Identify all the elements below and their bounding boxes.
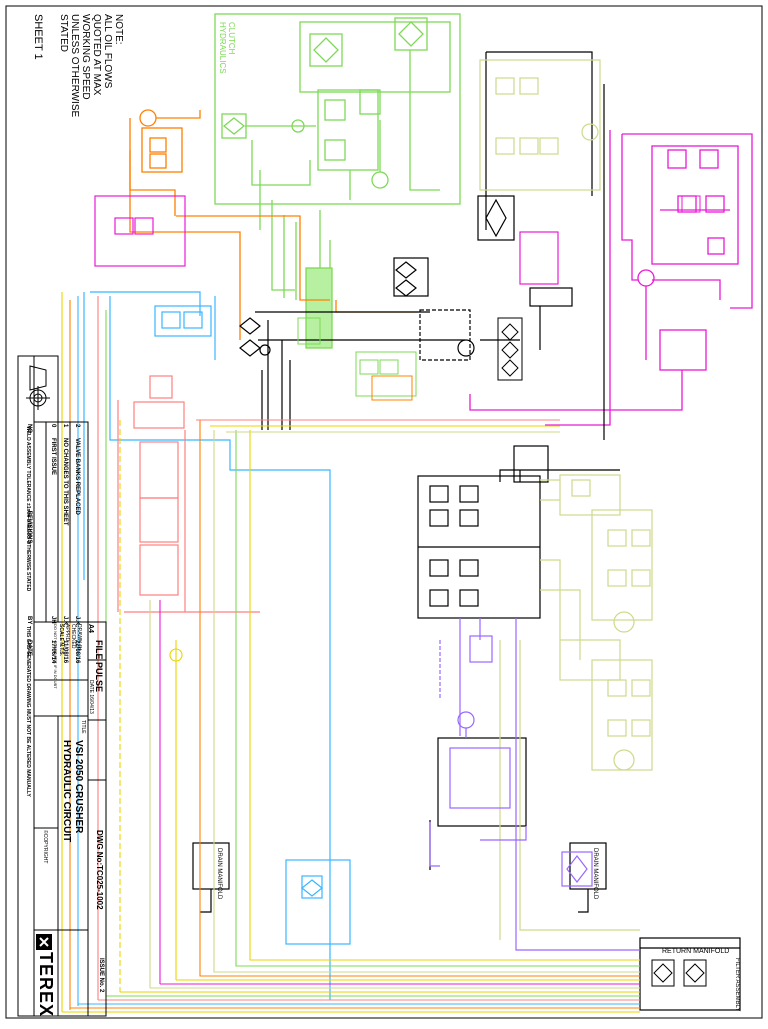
note-line: WORKING SPEED: [80, 14, 91, 100]
note-heading: NOTE:: [113, 14, 124, 45]
olive-motor-circuits: [479, 59, 653, 940]
date-label: DATE: [88, 680, 94, 693]
company-name: TEREX: [36, 952, 56, 1018]
terex-logo-icon: [36, 934, 52, 950]
scale-field: SCALE N.T.S.: [58, 624, 64, 656]
checked-field: CHECKED: [70, 624, 76, 649]
return-manifold-label: RETURN MANIFOLD: [662, 948, 730, 955]
note-line: QUOTED AT MAX: [91, 14, 102, 96]
issue-number: ISSUE No. 2: [98, 958, 104, 993]
black-circuit: [192, 51, 741, 1011]
copyright-text: ©COPYRIGHT: [42, 830, 48, 864]
footer-weld-tolerance-text: WELD ASSEMBLY TOLERANCE ±1mm UNLESS OTHE…: [25, 426, 31, 592]
drawing-title-line2: HYDRAULIC CIRCUIT: [61, 740, 72, 843]
file-value: PULSE: [94, 662, 104, 693]
magenta-circuit-right: [469, 130, 753, 426]
date-value: 16/04/13: [88, 694, 94, 714]
file-label: FILE: [94, 640, 104, 660]
file-field: FILE PULSE: [94, 640, 104, 692]
footer-cad-notice: THIS CAD GENERATED DRAWING MUST NOT BE A…: [25, 626, 31, 797]
drawn-field: DRAWN JH: [76, 624, 82, 650]
note-line: STATED: [58, 14, 69, 52]
date-field: DATE 16/04/13: [88, 680, 94, 714]
sheet-border: [5, 5, 763, 1019]
note-block: NOTE: ALL OIL FLOWS QUOTED AT MAX WORKIN…: [58, 14, 124, 117]
sheet-label: SHEET 1: [32, 14, 44, 60]
title-field-label: TITLE: [80, 720, 86, 734]
approved-field: APPRD: [64, 624, 70, 642]
pink-circuit: [117, 375, 260, 613]
note-line: UNLESS OTHERWISE: [69, 14, 80, 118]
cyan-circuit: [83, 291, 351, 1000]
note-line: ALL OIL FLOWS: [102, 14, 113, 89]
magenta-valve-block: [94, 195, 186, 267]
drawn-value: JH: [76, 644, 82, 651]
component-symbols: [297, 195, 701, 401]
violet-circuit: [429, 618, 640, 951]
scale-warning: DO NOT SCALE, ASK IF IN DOUBT: [53, 624, 58, 689]
filter-assembly: [651, 959, 707, 987]
drain-manifold-label-left: DRAIN MANIFOLD: [216, 848, 222, 900]
clutch-hydraulics-circuit: [214, 13, 461, 349]
drawing-title-line1: VSI 2050 CRUSHER: [73, 740, 84, 834]
drawing-number: DWG No:TC025-1002: [95, 830, 104, 910]
filter-assembly-label: FILTER ASSEMBLY: [734, 958, 740, 1012]
title-block-frame: [17, 355, 107, 1017]
projection-symbol-icon: [26, 365, 50, 410]
drawn-label: DRAWN: [76, 624, 82, 643]
clutch-hydraulics-label: CLUTCH HYDRAULICS: [218, 22, 236, 74]
long-return-lines: [61, 292, 640, 1013]
drain-manifold-label-right: DRAIN MANIFOLD: [592, 848, 598, 900]
size-field: A4: [87, 624, 94, 633]
